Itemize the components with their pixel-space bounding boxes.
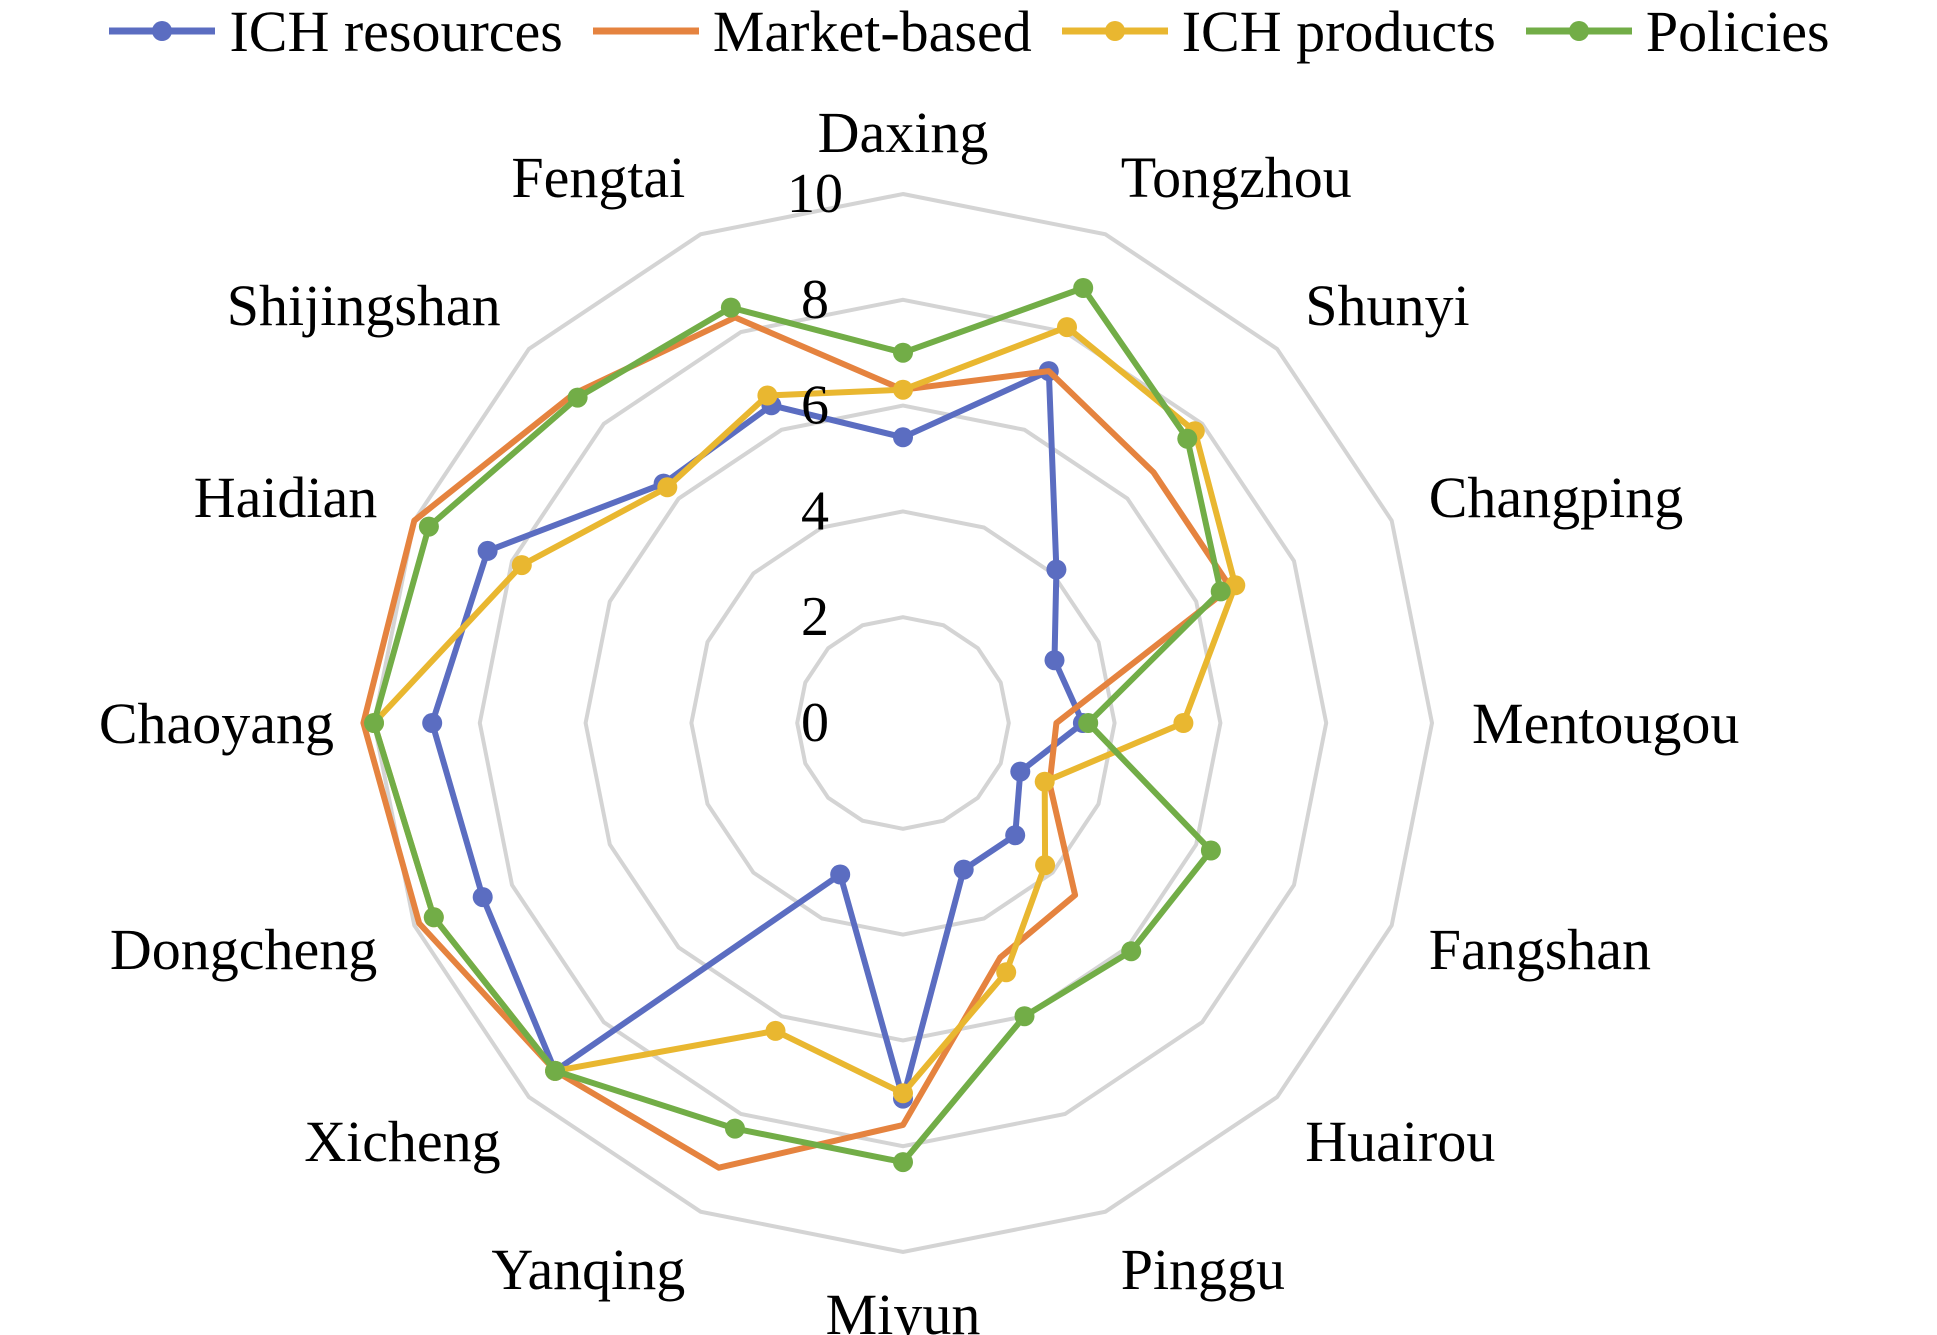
category-label-pinggu: Pinggu bbox=[1121, 1237, 1285, 1302]
legend-label-market-based: Market-based bbox=[712, 0, 1032, 64]
data-point-3-4 bbox=[1078, 713, 1099, 733]
data-point-3-6 bbox=[1121, 941, 1142, 962]
data-point-3-2 bbox=[1177, 428, 1198, 449]
data-point-0-0 bbox=[893, 427, 913, 448]
chart-legend: ICH resources Market-based ICH products … bbox=[0, 0, 1937, 65]
legend-item-ich-resources[interactable]: ICH resources bbox=[107, 0, 563, 65]
data-point-2-14 bbox=[657, 477, 678, 498]
category-label-tongzhou: Tongzhou bbox=[1121, 145, 1352, 210]
data-point-0-5 bbox=[1010, 761, 1031, 782]
series-2 bbox=[364, 317, 1246, 1104]
data-point-0-9 bbox=[830, 864, 851, 885]
legend-label-policies: Policies bbox=[1645, 0, 1830, 64]
gridline-1 bbox=[795, 615, 1011, 831]
category-label-fengtai: Fengtai bbox=[511, 145, 685, 210]
data-point-2-0 bbox=[893, 379, 913, 400]
category-label-dongcheng: Dongcheng bbox=[110, 917, 377, 982]
data-point-2-15 bbox=[757, 385, 778, 406]
data-point-0-3 bbox=[1044, 650, 1065, 671]
gridline-4 bbox=[477, 297, 1329, 1149]
tick-label-5: 10 bbox=[787, 163, 843, 225]
data-point-2-5 bbox=[1034, 771, 1055, 792]
series-line-0 bbox=[429, 368, 1086, 1102]
category-label-mentougou: Mentougou bbox=[1472, 691, 1739, 756]
legend-swatch-policies bbox=[1525, 21, 1632, 41]
category-label-haidian: Haidian bbox=[194, 465, 378, 530]
category-label-fangshan: Fangshan bbox=[1429, 917, 1651, 982]
data-point-3-9 bbox=[725, 1118, 745, 1139]
data-point-0-11 bbox=[472, 887, 493, 908]
tick-labels: 0 2 4 6 8 10 bbox=[787, 163, 843, 754]
category-label-yanqing: Yanqing bbox=[491, 1237, 685, 1302]
category-label-miyun: Miyun bbox=[826, 1282, 981, 1335]
data-point-3-3 bbox=[1210, 581, 1231, 602]
legend-item-policies[interactable]: Policies bbox=[1524, 0, 1830, 65]
gridline-2 bbox=[689, 509, 1117, 937]
data-point-3-0 bbox=[893, 342, 913, 363]
data-point-2-8 bbox=[893, 1083, 913, 1104]
data-point-2-13 bbox=[511, 555, 532, 576]
legend-label-ich-resources: ICH resources bbox=[229, 0, 563, 64]
category-label-shunyi: Shunyi bbox=[1305, 273, 1469, 338]
data-point-3-12 bbox=[364, 713, 384, 733]
tick-label-0: 0 bbox=[801, 692, 829, 754]
series-1 bbox=[360, 314, 1234, 1171]
legend-item-ich-products[interactable]: ICH products bbox=[1060, 0, 1496, 65]
category-label-changping: Changping bbox=[1429, 465, 1684, 530]
tick-label-4: 8 bbox=[801, 269, 829, 331]
legend-label-ich-products: ICH products bbox=[1181, 0, 1496, 64]
data-point-3-8 bbox=[893, 1152, 913, 1173]
series-3 bbox=[364, 278, 1231, 1173]
series-0 bbox=[422, 361, 1093, 1109]
data-point-2-6 bbox=[1035, 855, 1056, 876]
legend-swatch-ich-resources bbox=[109, 21, 216, 41]
data-point-0-12 bbox=[422, 713, 443, 733]
data-point-0-7 bbox=[953, 859, 974, 880]
data-point-0-2 bbox=[1046, 559, 1067, 580]
data-point-0-13 bbox=[477, 540, 498, 561]
data-point-2-1 bbox=[1057, 317, 1077, 338]
data-point-3-7 bbox=[1014, 1006, 1035, 1027]
series-line-1 bbox=[360, 314, 1234, 1171]
data-point-3-13 bbox=[418, 516, 439, 537]
data-point-2-7 bbox=[996, 962, 1017, 983]
legend-swatch-market-based bbox=[592, 27, 699, 35]
data-point-3-1 bbox=[1073, 278, 1094, 298]
category-label-chaoyang: Chaoyang bbox=[99, 691, 334, 756]
data-point-3-11 bbox=[423, 907, 444, 928]
tick-label-1: 2 bbox=[801, 586, 829, 648]
radar-grid bbox=[371, 191, 1435, 1255]
tick-label-3: 6 bbox=[801, 375, 829, 437]
data-point-2-9 bbox=[765, 1020, 786, 1041]
gridline-3 bbox=[583, 403, 1223, 1043]
data-point-3-5 bbox=[1200, 840, 1221, 861]
category-label-daxing: Daxing bbox=[818, 100, 989, 165]
data-point-0-6 bbox=[1005, 825, 1026, 846]
data-point-2-4 bbox=[1173, 713, 1194, 733]
category-label-shijingshan: Shijingshan bbox=[227, 273, 501, 338]
category-label-xicheng: Xicheng bbox=[304, 1109, 501, 1174]
data-point-3-10 bbox=[545, 1060, 566, 1081]
legend-item-market-based[interactable]: Market-based bbox=[591, 0, 1032, 65]
data-point-3-14 bbox=[567, 387, 588, 408]
legend-swatch-ich-products bbox=[1061, 21, 1168, 41]
category-label-huairou: Huairou bbox=[1305, 1109, 1495, 1174]
data-point-3-15 bbox=[720, 297, 741, 318]
gridline-5 bbox=[371, 191, 1435, 1255]
category-labels: DaxingTongzhouShunyiChangpingMentougouFa… bbox=[99, 100, 1740, 1335]
tick-label-2: 4 bbox=[801, 480, 829, 542]
